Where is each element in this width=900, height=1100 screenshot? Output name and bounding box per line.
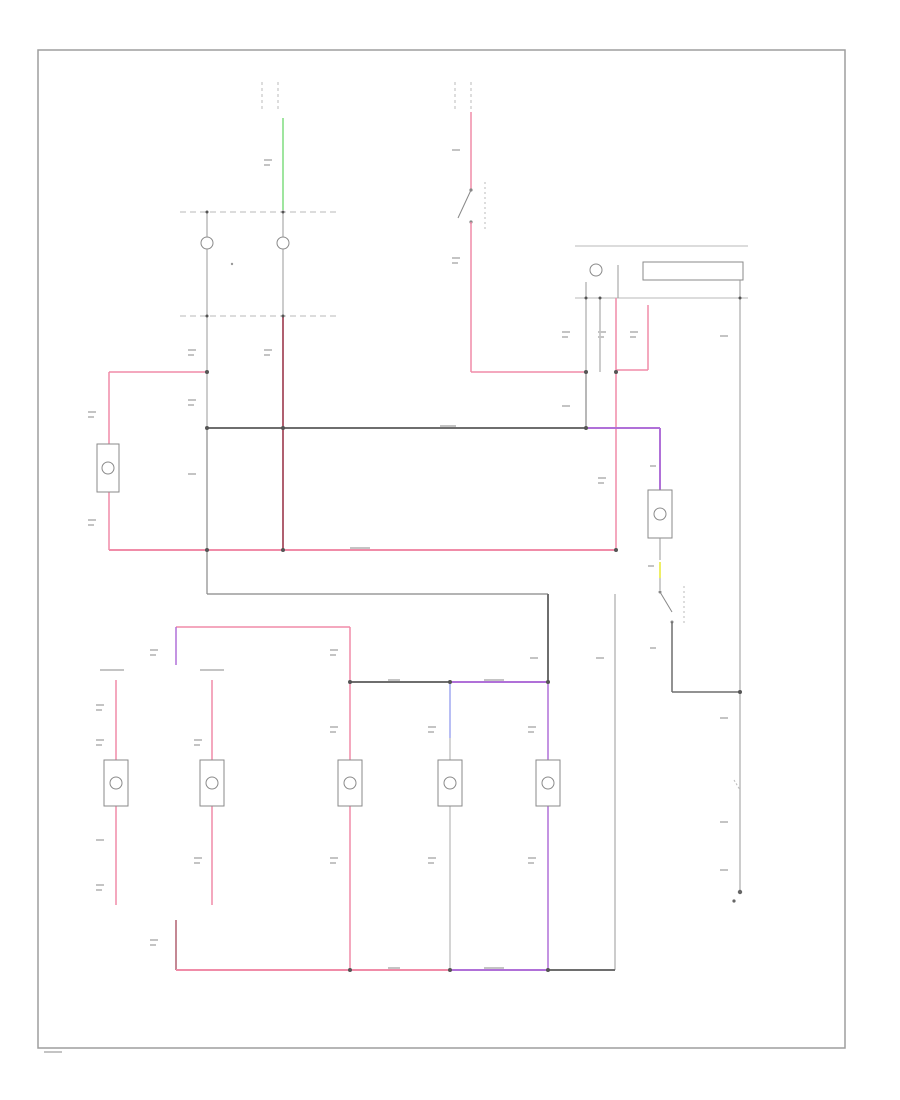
clock-bulb (276, 236, 290, 250)
panel-light-2 (199, 759, 225, 807)
meter-bulb-1 (200, 236, 214, 250)
ground (732, 889, 743, 903)
illumination-control (575, 245, 748, 372)
hazard-switch-light (535, 759, 561, 807)
combination-meter (180, 211, 340, 317)
glove-box-switch (658, 586, 685, 626)
ignition-switch (457, 182, 586, 373)
cruise-switch-light (437, 759, 463, 807)
panel-light-1 (103, 759, 129, 807)
rear-defog-switch-light (96, 443, 120, 493)
diagram-frame (37, 49, 846, 1049)
power-feed-left (261, 82, 284, 210)
wire-code-marks (44, 149, 728, 1053)
power-feed-right (454, 82, 472, 190)
junction-dots (205, 210, 742, 972)
center-switch-light (337, 759, 363, 807)
dimmer-control (642, 261, 744, 281)
glove-box-light (647, 489, 673, 539)
